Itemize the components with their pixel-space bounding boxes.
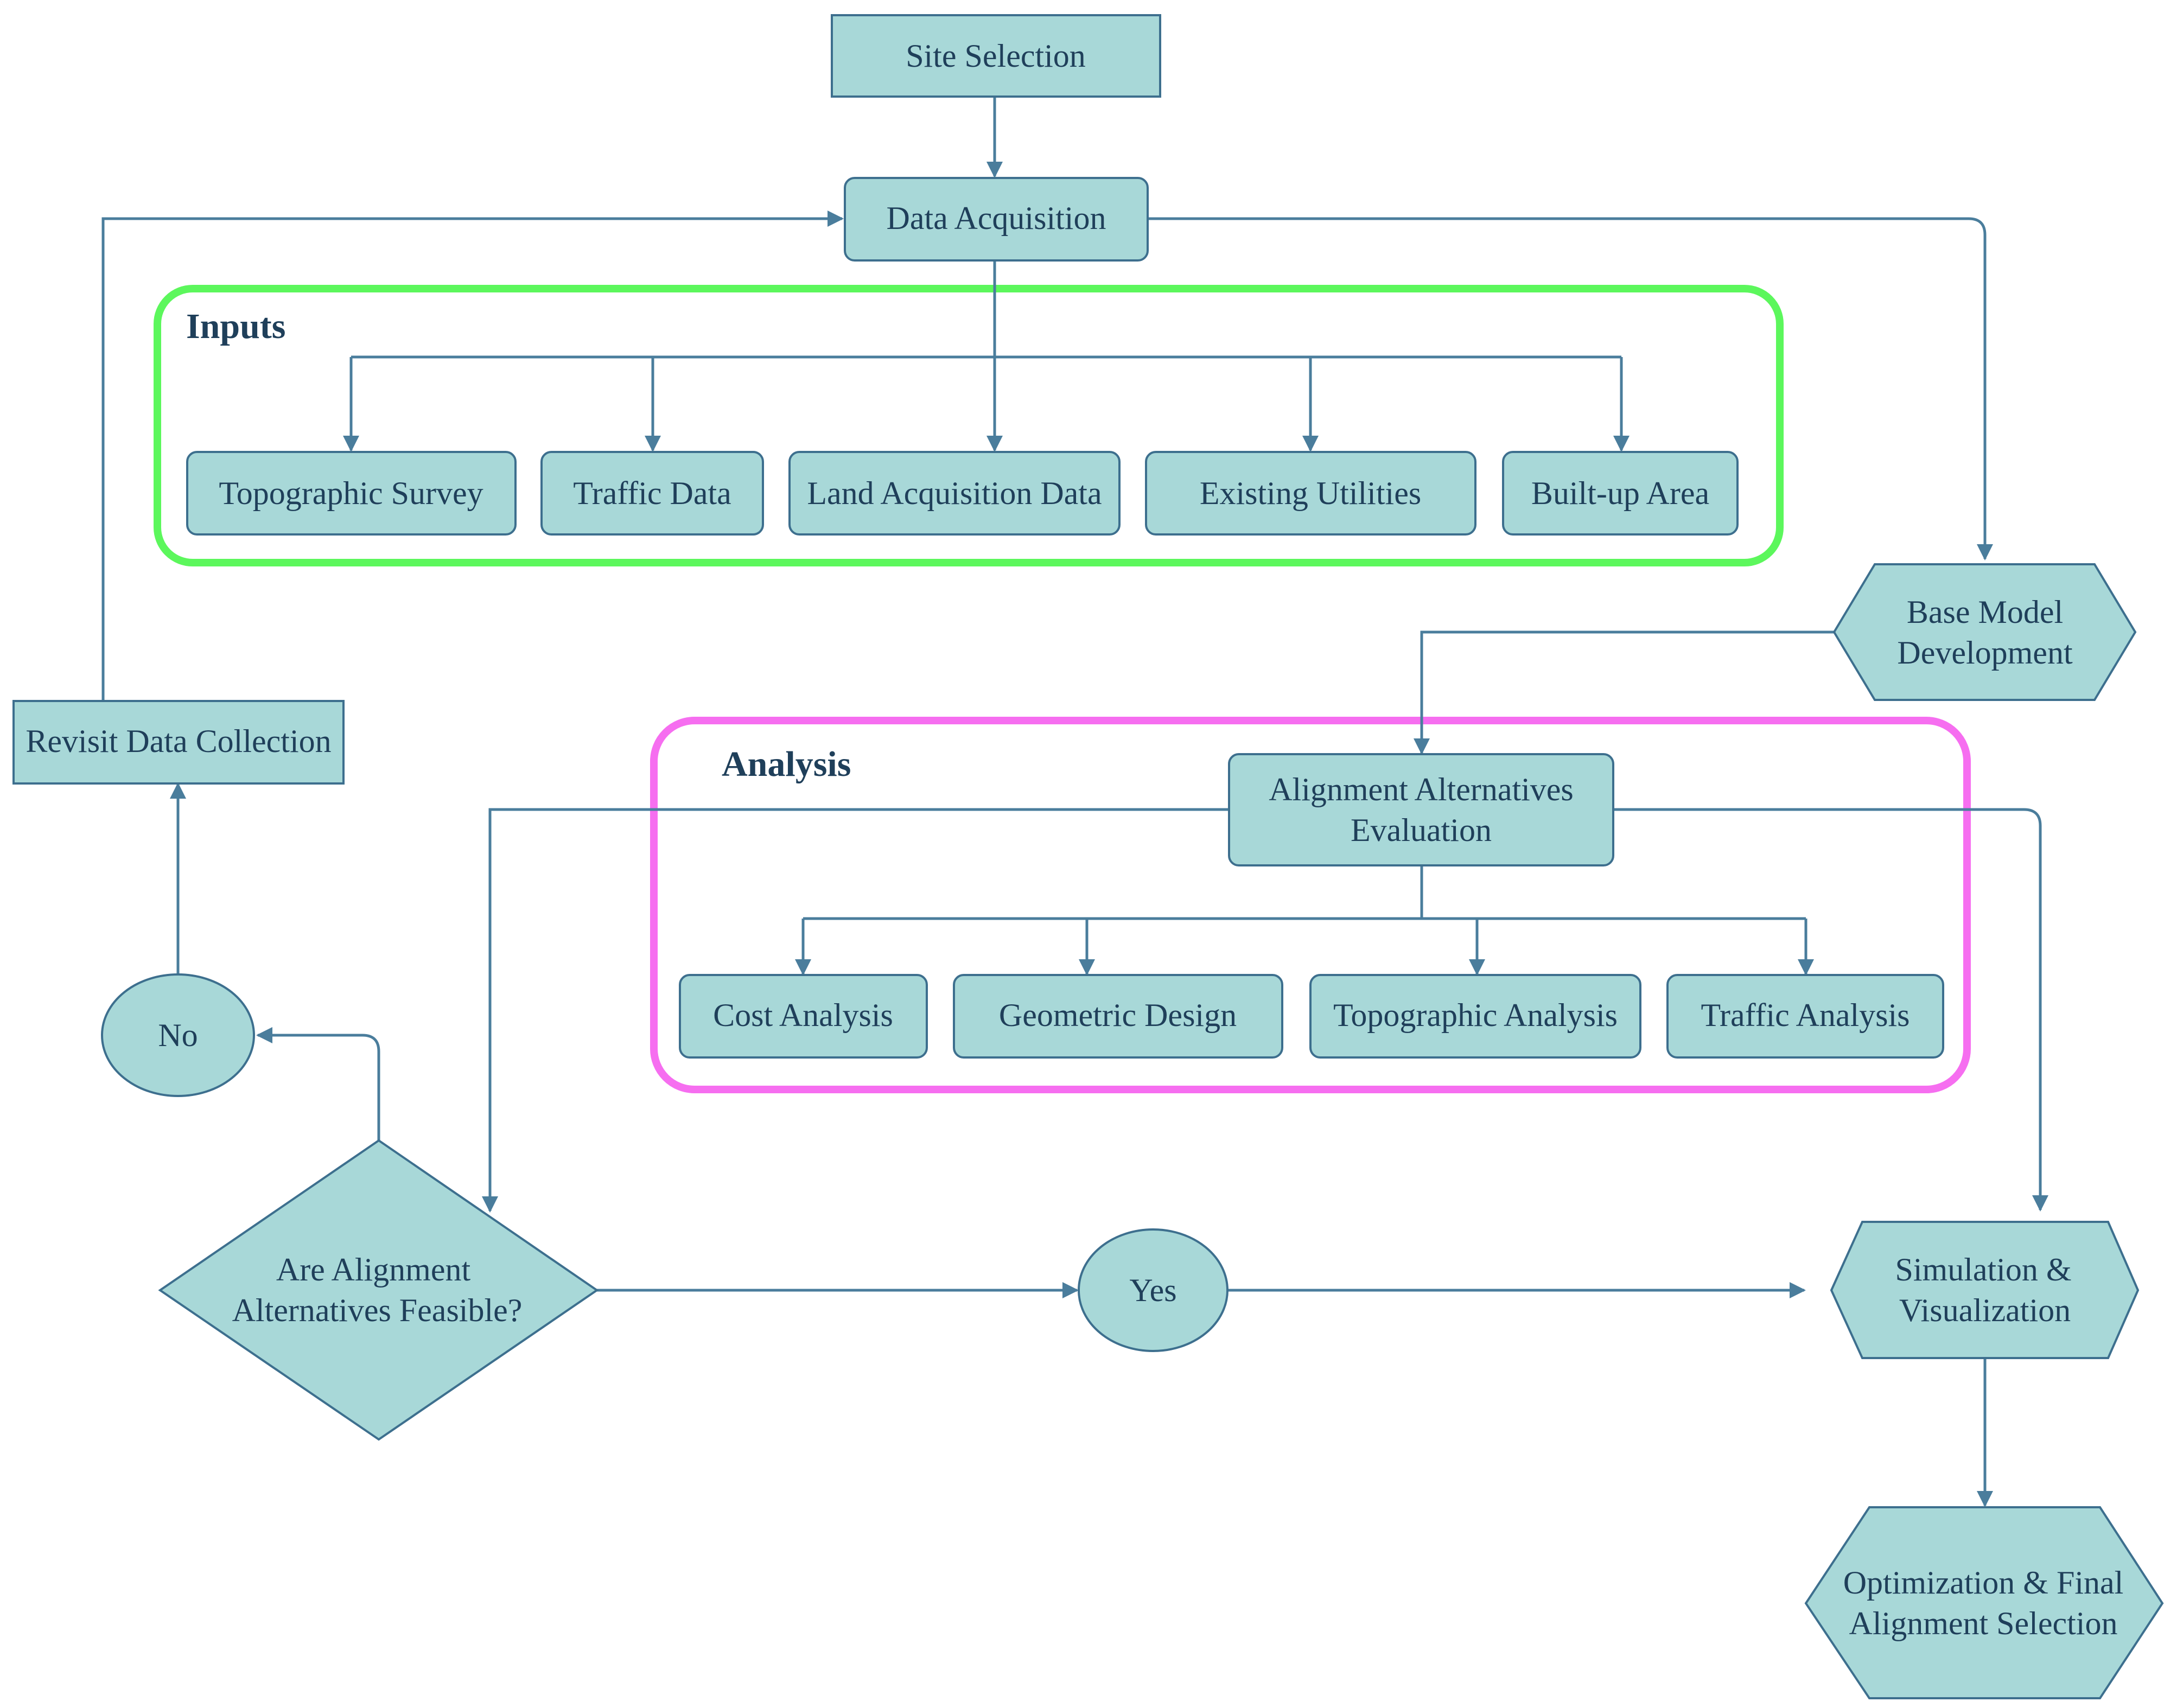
svg-text:Alternatives Feasible?: Alternatives Feasible? <box>232 1292 523 1328</box>
node-no[interactable]: No <box>101 973 255 1097</box>
analysis-group-border <box>650 717 1971 1093</box>
node-simulation-visualization[interactable]: Simulation & Visualization <box>1830 1221 2140 1359</box>
node-traffic-analysis[interactable]: Traffic Analysis <box>1666 974 1944 1059</box>
edge-alignment-evaluation-to-simulation <box>1613 808 2048 1212</box>
node-existing-utilities[interactable]: Existing Utilities <box>1145 451 1476 536</box>
node-revisit-data-collection[interactable]: Revisit Data Collection <box>12 700 345 785</box>
inputs-group-title: Inputs <box>186 307 285 346</box>
svg-text:Cost Analysis: Cost Analysis <box>713 997 893 1033</box>
node-data-acquisition[interactable]: Data Acquisition <box>844 177 1149 262</box>
node-feasibility-decision[interactable]: Are Alignment Alternatives Feasible? <box>158 1139 599 1441</box>
node-topographic-analysis[interactable]: Topographic Analysis <box>1309 974 1641 1059</box>
svg-text:Site Selection: Site Selection <box>906 38 1086 74</box>
edge-revisit-to-data-acquisition <box>101 211 844 700</box>
node-alignment-alternatives-evaluation[interactable]: Alignment Alternatives Evaluation <box>1228 753 1614 866</box>
svg-text:Land Acquisition Data: Land Acquisition Data <box>807 475 1102 511</box>
svg-text:Development: Development <box>1897 635 2073 671</box>
node-built-up-area[interactable]: Built-up Area <box>1502 451 1739 536</box>
svg-text:Traffic Analysis: Traffic Analysis <box>1701 997 1910 1033</box>
node-topographic-survey[interactable]: Topographic Survey <box>186 451 517 536</box>
svg-text:Topographic Analysis: Topographic Analysis <box>1333 997 1618 1033</box>
node-traffic-data[interactable]: Traffic Data <box>540 451 764 536</box>
svg-text:Built-up Area: Built-up Area <box>1531 475 1709 511</box>
edge-base-model-to-alignment-evaluation <box>1414 630 1834 755</box>
node-site-selection[interactable]: Site Selection <box>831 14 1161 98</box>
svg-text:Yes: Yes <box>1129 1272 1176 1308</box>
svg-text:Alignment Alternatives: Alignment Alternatives <box>1269 772 1574 807</box>
svg-text:Are Alignment: Are Alignment <box>276 1252 471 1288</box>
edge-data-acquisition-to-base-model <box>1148 217 1993 560</box>
node-land-acquisition-data[interactable]: Land Acquisition Data <box>788 451 1121 536</box>
svg-text:Revisit Data Collection: Revisit Data Collection <box>26 723 331 759</box>
svg-text:No: No <box>158 1017 198 1053</box>
svg-text:Base Model: Base Model <box>1907 594 2063 630</box>
svg-text:Data Acquisition: Data Acquisition <box>887 200 1106 236</box>
edge-data-acquisition-to-inputs-bus <box>351 260 1621 359</box>
svg-text:Traffic Data: Traffic Data <box>573 475 731 511</box>
svg-text:Geometric Design: Geometric Design <box>999 997 1237 1033</box>
node-geometric-design[interactable]: Geometric Design <box>953 974 1283 1059</box>
edge-alignment-evaluation-to-analysis-bus <box>803 865 1806 920</box>
svg-text:Evaluation: Evaluation <box>1351 812 1492 848</box>
node-base-model-development[interactable]: Base Model Development <box>1832 563 2137 701</box>
svg-text:Simulation &: Simulation & <box>1895 1252 2071 1288</box>
node-optimization-final-selection[interactable]: Optimization & Final Alignment Selection <box>1804 1506 2164 1699</box>
node-cost-analysis[interactable]: Cost Analysis <box>679 974 928 1059</box>
svg-text:Existing Utilities: Existing Utilities <box>1200 475 1421 511</box>
inputs-group-border <box>154 285 1784 566</box>
svg-text:Topographic Survey: Topographic Survey <box>219 475 483 511</box>
edge-alignment-evaluation-to-decision <box>482 808 1229 1213</box>
analysis-group-title: Analysis <box>722 744 851 784</box>
edge-decision-to-no <box>256 1027 380 1140</box>
svg-text:Optimization & Final: Optimization & Final <box>1843 1565 2124 1601</box>
svg-text:Visualization: Visualization <box>1899 1292 2071 1328</box>
node-yes[interactable]: Yes <box>1078 1228 1229 1352</box>
svg-text:Alignment Selection: Alignment Selection <box>1849 1605 2118 1641</box>
